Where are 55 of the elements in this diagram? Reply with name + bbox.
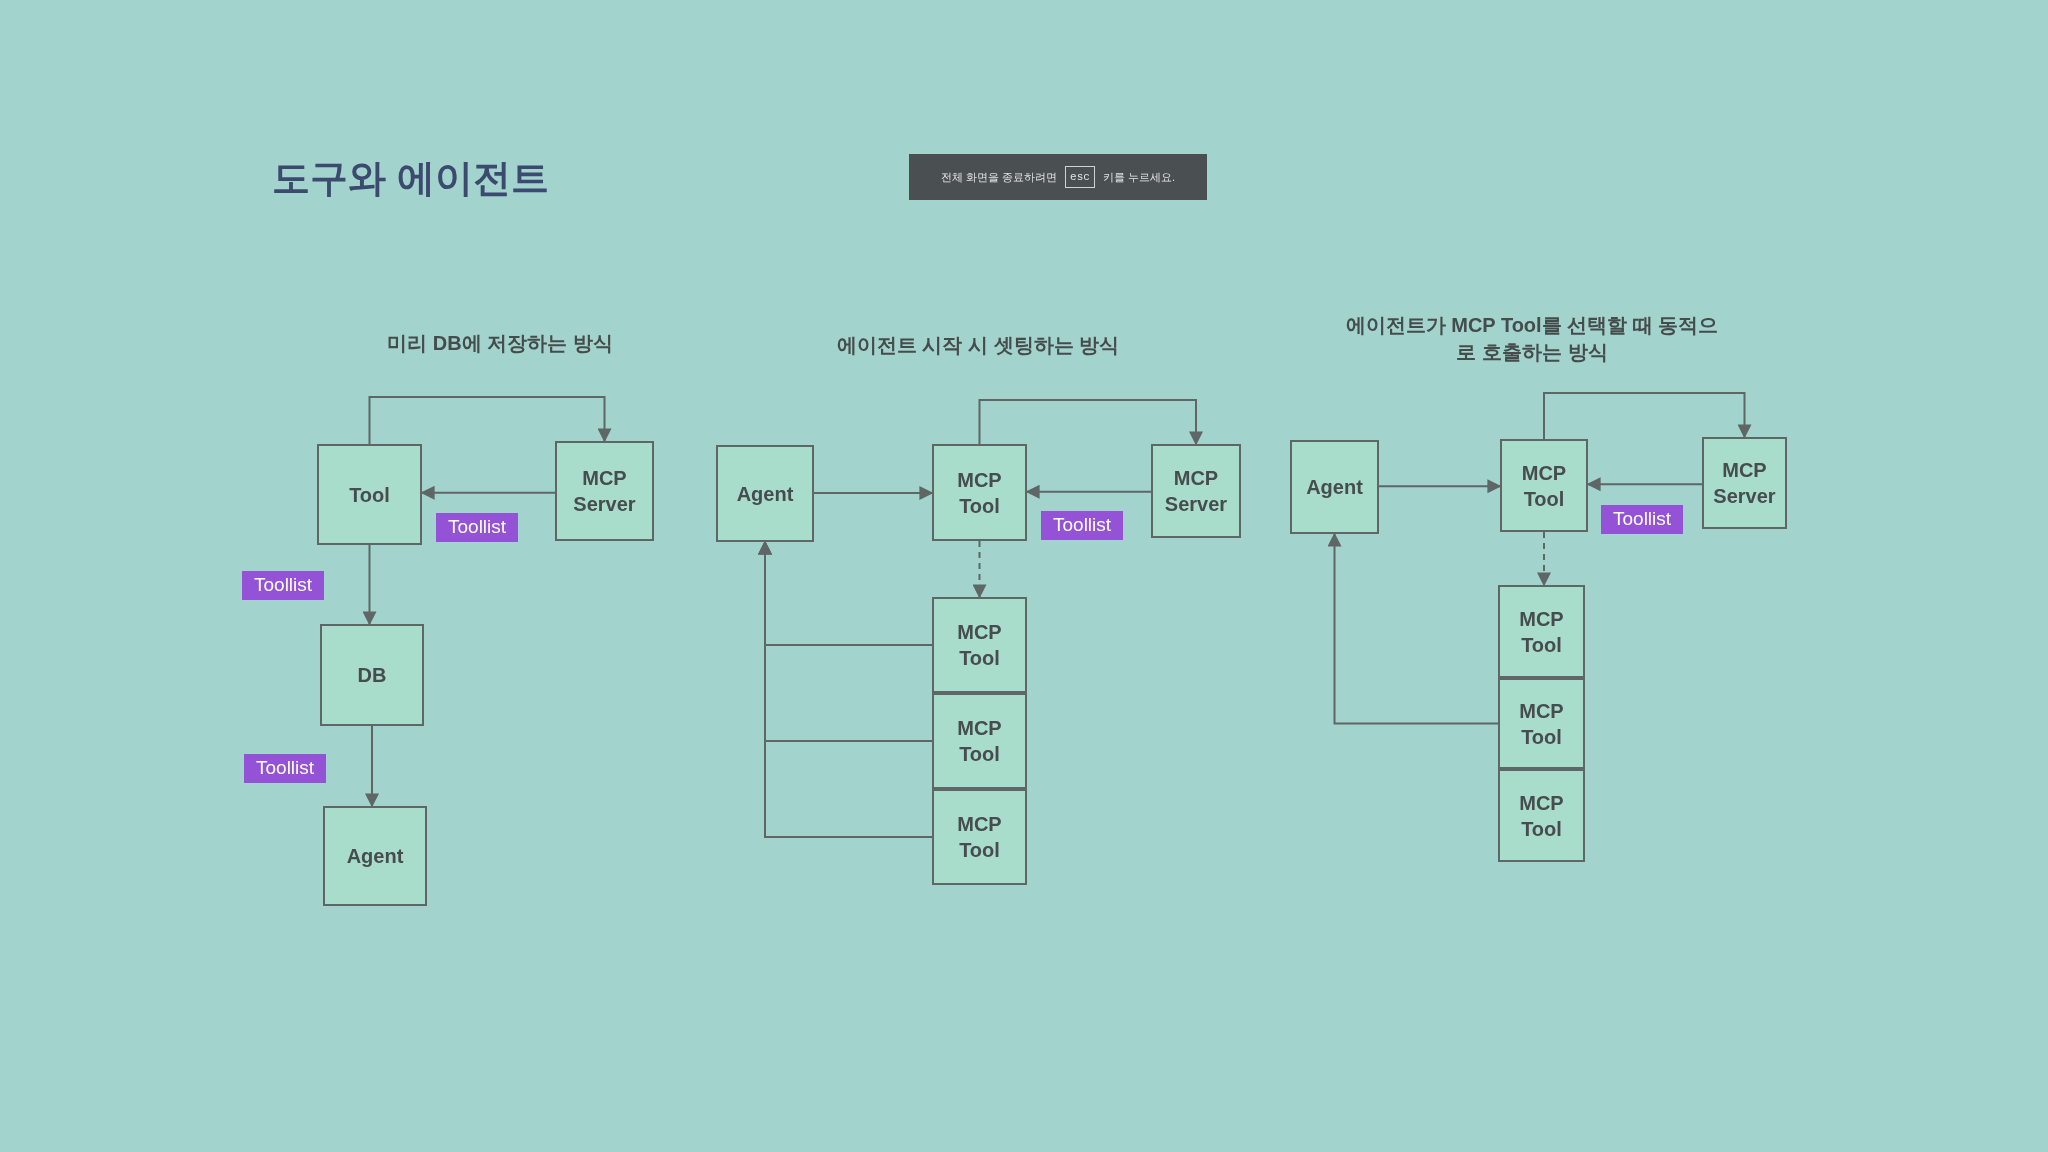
- arrow: [1327, 532, 1499, 725]
- box-text: MCP Tool: [1518, 698, 1565, 750]
- notice-text: 키를 누르세요.: [1102, 169, 1176, 185]
- box-text: Agent: [736, 481, 794, 507]
- arrow: [362, 544, 377, 626]
- box-text: Tool: [349, 482, 390, 508]
- notice-text: 전체 화면을 종료하려면: [940, 169, 1058, 185]
- arrow: [758, 540, 933, 838]
- process-box: [1498, 678, 1585, 769]
- process-box: [317, 444, 422, 545]
- process-box: [1498, 769, 1585, 862]
- box-text: DB: [357, 663, 387, 688]
- box-text: MCP Tool: [1518, 790, 1565, 842]
- arrow: [365, 725, 379, 808]
- slide-title: 도구와 에이전트: [272, 156, 549, 201]
- process-box: [932, 444, 1027, 541]
- box-text: MCP Tool: [1518, 606, 1565, 658]
- process-box: [1702, 437, 1787, 529]
- box-text: MCP Server: [1164, 466, 1228, 517]
- edge-label: Toollist: [1041, 511, 1124, 540]
- process-box: [932, 789, 1027, 885]
- process-box: [1498, 585, 1585, 678]
- edge-label: Toollist: [1601, 505, 1684, 534]
- box-text: MCP Tool: [956, 620, 1003, 671]
- process-box: [932, 597, 1027, 693]
- box-text: Agent: [346, 844, 404, 869]
- esc-key: esc: [1065, 165, 1095, 189]
- process-box: [932, 693, 1027, 789]
- process-box: [320, 624, 424, 726]
- box-text: MCP Tool: [956, 812, 1003, 863]
- box-text: MCP Tool: [1520, 460, 1568, 512]
- arrow: [1537, 531, 1551, 587]
- process-box: [555, 441, 654, 541]
- box-text: MCP Server: [572, 466, 637, 517]
- process-box: [1290, 440, 1379, 534]
- arrow: [972, 540, 987, 599]
- section-heading: 에이전트가 MCP Tool를 선택할 때 동적으로 호출하는 방식: [1344, 313, 1720, 365]
- arrow: [978, 399, 1203, 446]
- section-heading: 에이전트 시작 시 셋팅하는 방식: [835, 333, 1121, 358]
- box-text: MCP Server: [1712, 458, 1777, 509]
- box-text: Agent: [1306, 475, 1363, 500]
- edge-label: Toollist: [242, 571, 325, 600]
- arrow: [1378, 479, 1502, 494]
- box-text: MCP Tool: [956, 467, 1003, 519]
- edge-label: Toollist: [244, 754, 327, 783]
- box-text: MCP Tool: [956, 716, 1003, 767]
- arrow: [1543, 392, 1752, 440]
- arrow: [368, 396, 612, 445]
- process-box: [1151, 444, 1241, 538]
- edge-label: Toollist: [436, 513, 519, 542]
- section-heading: 미리 DB에 저장하는 방식: [386, 331, 614, 356]
- process-box: [1500, 439, 1588, 532]
- arrow: [813, 486, 934, 500]
- process-box: [323, 806, 427, 906]
- process-box: [716, 445, 814, 542]
